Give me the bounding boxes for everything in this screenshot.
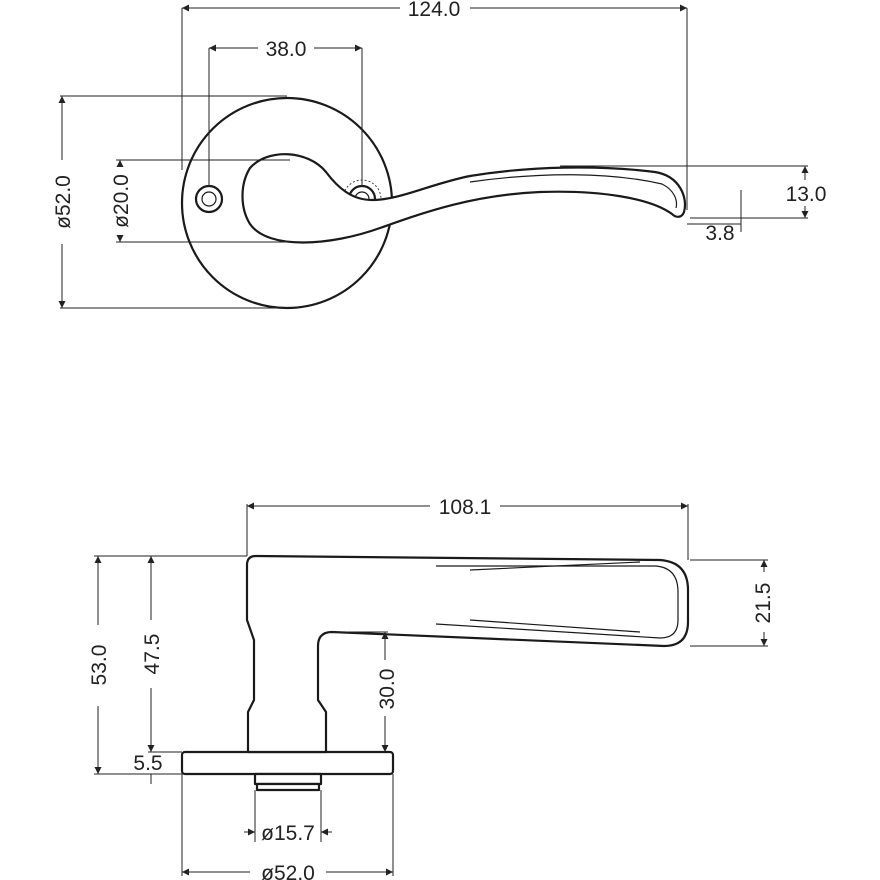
dim-rose-diameter-side: ø52.0 xyxy=(261,862,315,880)
dim-total-height: 53.0 xyxy=(88,645,111,686)
dim-lever-length: 108.1 xyxy=(439,496,492,519)
lever-handle-top-inner-edge xyxy=(469,174,678,209)
lever-handle-top xyxy=(241,153,687,244)
dim-neck-height: 30.0 xyxy=(376,669,399,710)
top-view: 124.0 38.0 ø52.0 ø20.0 13.0 3.8 xyxy=(52,0,827,310)
dim-rose-thickness: 5.5 xyxy=(133,752,162,775)
dim-spindle-diameter-side: ø15.7 xyxy=(261,822,315,845)
dim-tip-height: 13.0 xyxy=(786,183,827,206)
dim-lever-height: 21.5 xyxy=(752,583,775,624)
dim-spindle-diameter: ø20.0 xyxy=(110,174,133,228)
side-view: 108.1 21.5 53.0 47.5 30.0 5.5 ø15.7 xyxy=(88,496,775,880)
dim-height-to-lever: 47.5 xyxy=(141,634,164,675)
dim-tip-thickness: 3.8 xyxy=(705,222,734,245)
spindle-stub xyxy=(253,772,323,792)
lever-handle-side xyxy=(245,554,690,754)
screw-hole-left xyxy=(194,184,224,214)
dim-rose-diameter: ø52.0 xyxy=(52,175,75,229)
lever-handle-side-inner-edge xyxy=(435,565,679,639)
rose-base xyxy=(180,750,395,776)
dim-hole-spacing: 38.0 xyxy=(266,38,307,61)
dim-overall-length: 124.0 xyxy=(408,0,461,21)
